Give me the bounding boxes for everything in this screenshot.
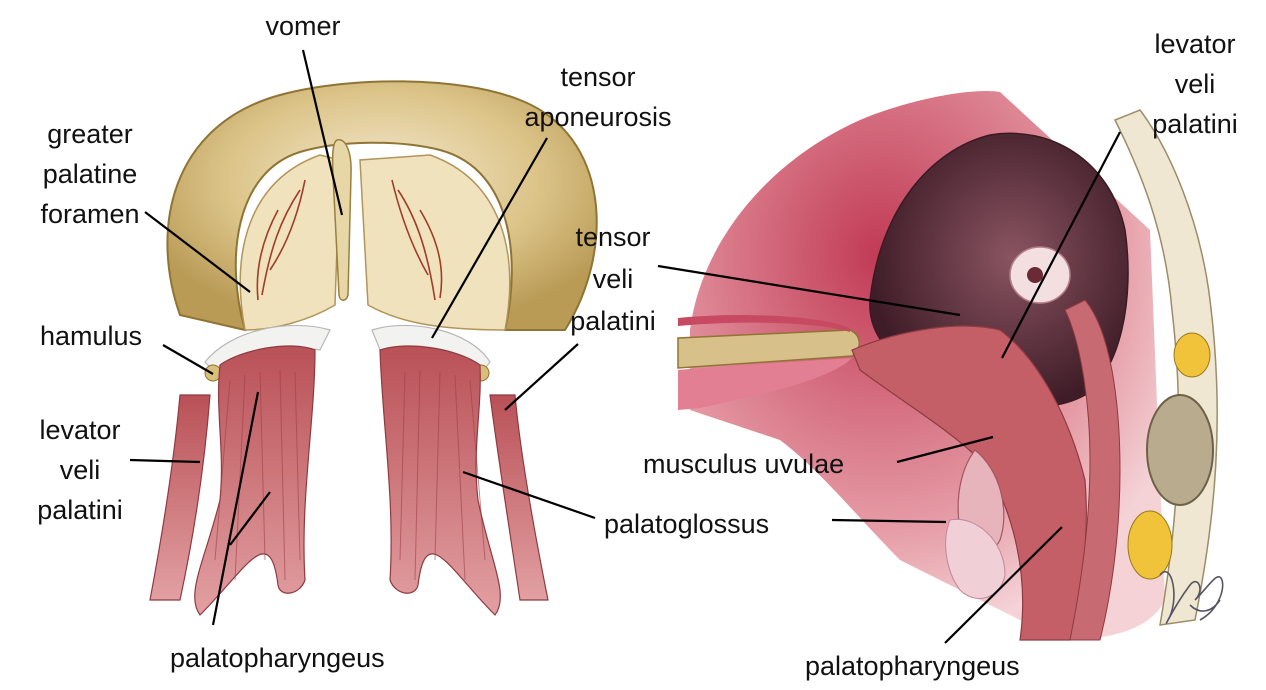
label-palatopharyngeus-right: palatopharyngeus bbox=[805, 648, 1020, 684]
label-palatopharyngeus-left: palatopharyngeus bbox=[170, 640, 385, 676]
label-hamulus: hamulus bbox=[40, 318, 142, 354]
muscle-sling-right bbox=[380, 346, 500, 615]
label-greater-palatine-foramen: greater palatine foramen bbox=[20, 114, 160, 234]
label-tensor-veli-palatini: tensor veli palatini bbox=[548, 216, 678, 342]
leader-hamulus bbox=[163, 345, 213, 374]
right-illustration bbox=[678, 91, 1223, 640]
muscle-sling-left bbox=[195, 346, 315, 615]
label-musculus-uvulae: musculus uvulae bbox=[643, 446, 844, 482]
label-tensor-aponeurosis: tensor aponeurosis bbox=[498, 57, 698, 137]
label-palatoglossus: palatoglossus bbox=[604, 506, 769, 542]
left-illustration bbox=[150, 81, 597, 615]
label-levator-right: levator veli palatini bbox=[1130, 24, 1260, 144]
vertebra-body bbox=[1147, 395, 1213, 505]
leader-levator-left-main bbox=[505, 344, 578, 410]
eustachian-orifice bbox=[1027, 267, 1043, 283]
label-levator-left: levator veli palatini bbox=[22, 410, 138, 530]
fat-pad-upper bbox=[1174, 333, 1210, 377]
fat-pad-lower bbox=[1128, 511, 1172, 579]
label-vomer: vomer bbox=[248, 8, 358, 44]
